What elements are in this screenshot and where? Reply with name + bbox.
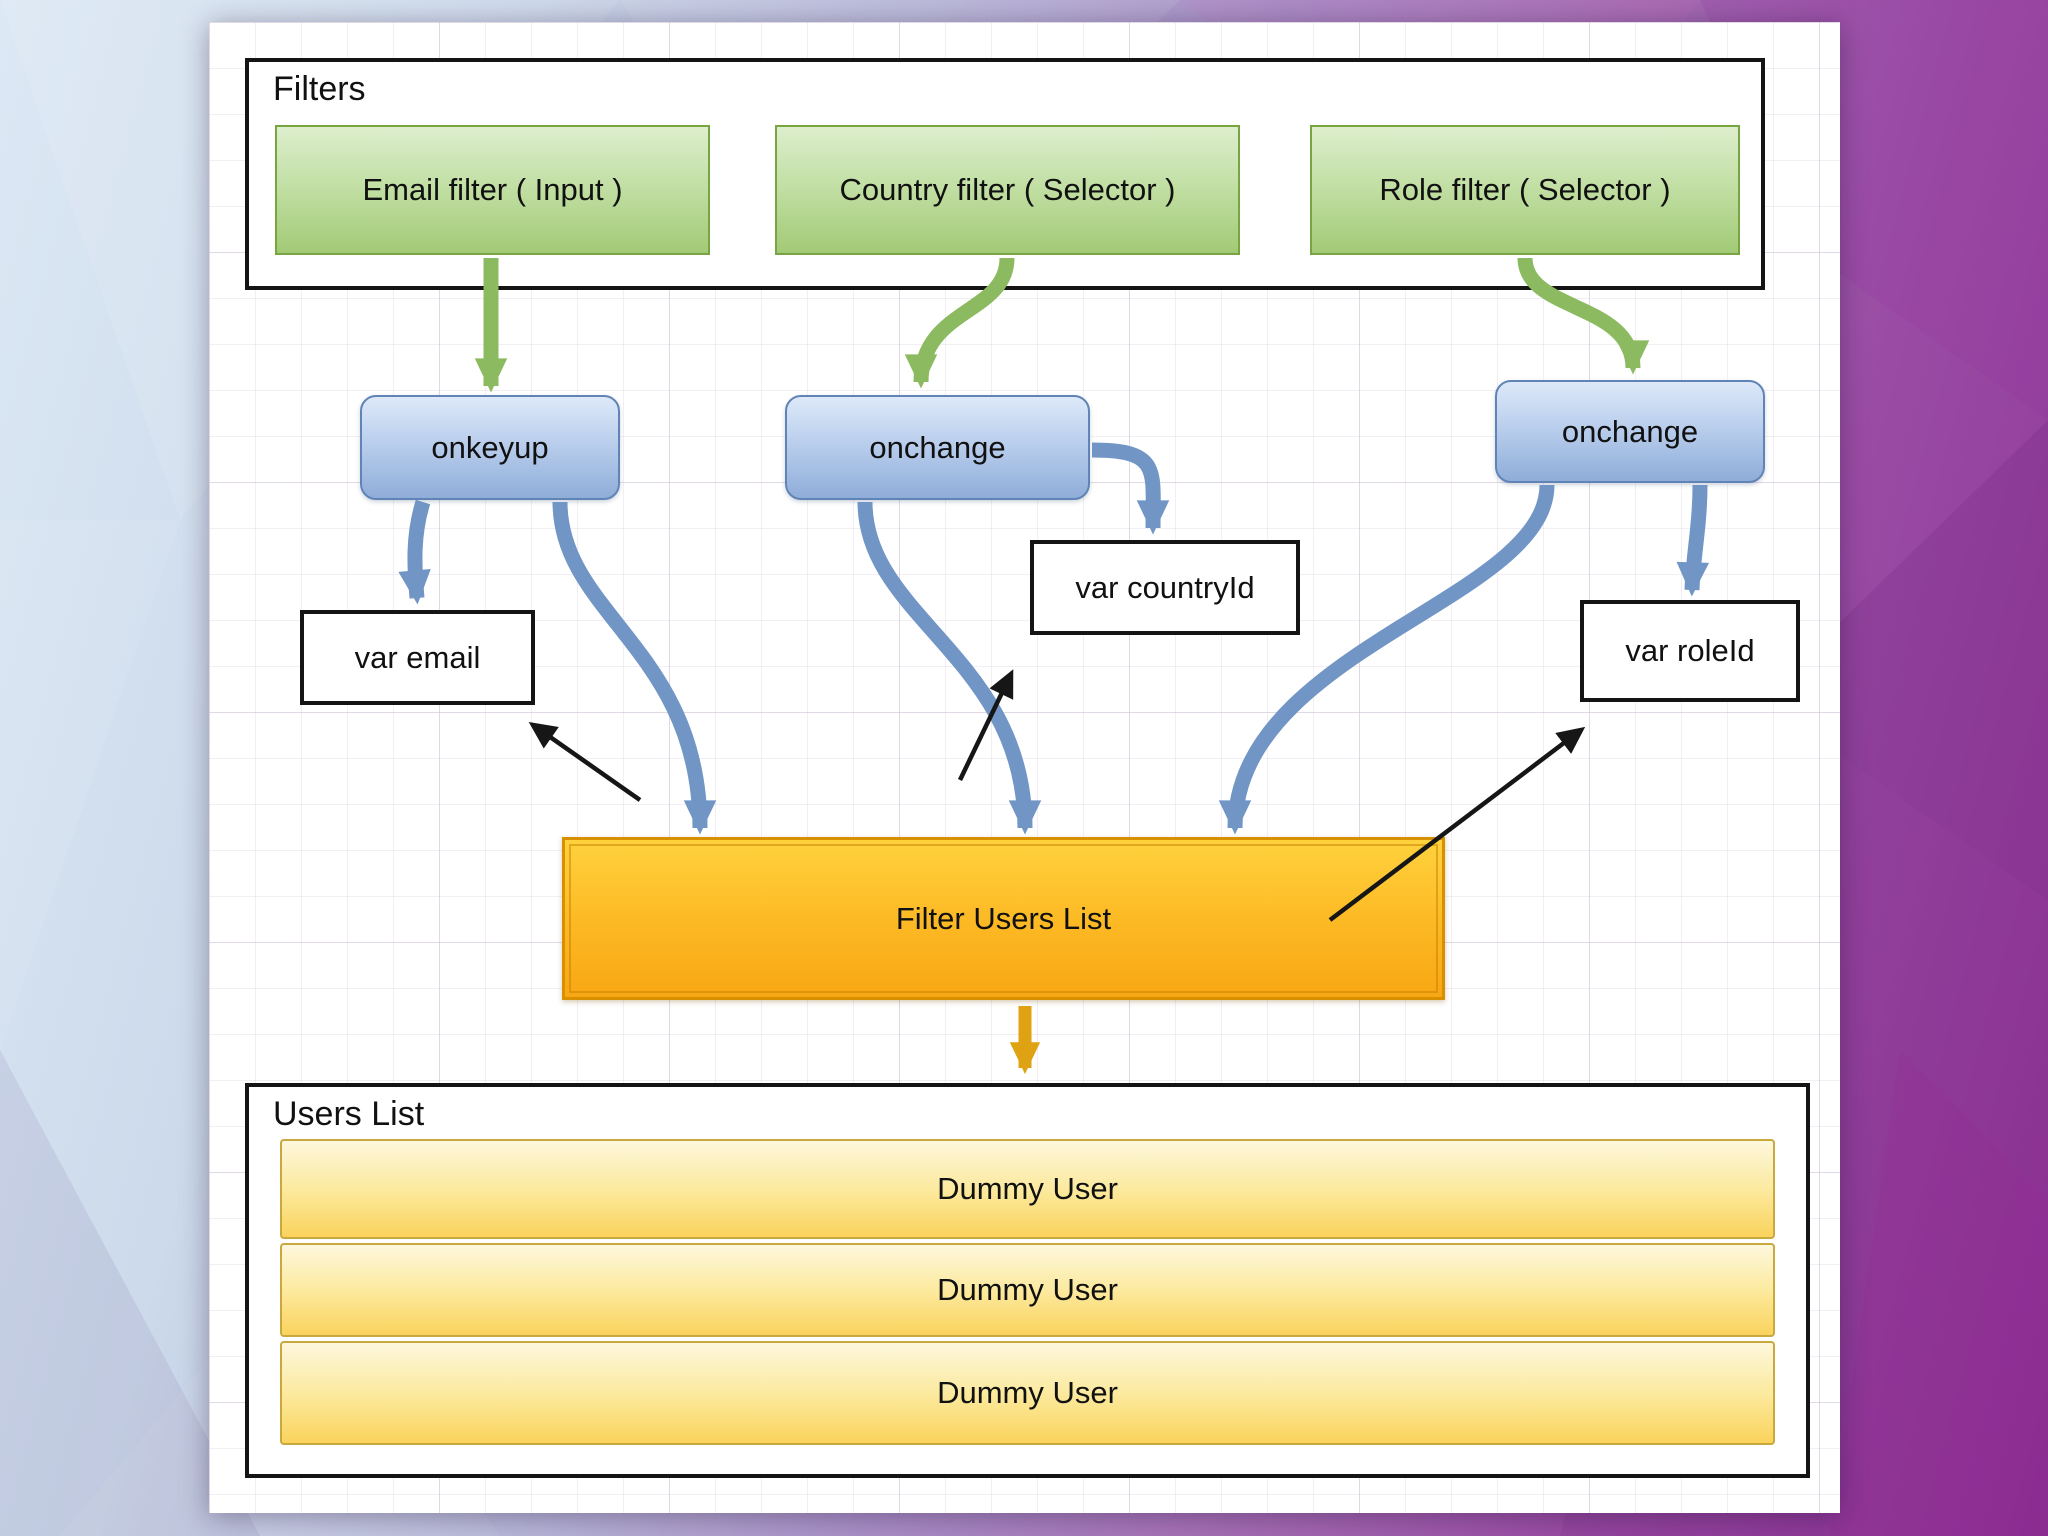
onchange-country-label: onchange — [869, 429, 1006, 465]
dummy-user-label: Dummy User — [937, 1375, 1118, 1410]
country-filter-node: Country filter ( Selector ) — [775, 125, 1240, 255]
filter-users-list-node: Filter Users List — [562, 837, 1445, 1000]
var-roleid-label: var roleId — [1625, 633, 1755, 668]
var-roleid-node: var roleId — [1580, 600, 1800, 702]
onkeyup-node: onkeyup — [360, 395, 620, 500]
var-countryid-node: var countryId — [1030, 540, 1300, 635]
dummy-user-row: Dummy User — [280, 1139, 1775, 1239]
email-filter-node: Email filter ( Input ) — [275, 125, 710, 255]
users-list-group-title: Users List — [273, 1095, 425, 1133]
dummy-user-label: Dummy User — [937, 1272, 1118, 1307]
dummy-user-label: Dummy User — [937, 1171, 1118, 1206]
arrow-onchange-to-varcountryid — [1091, 442, 1170, 535]
arrow-filteruserslist-to-varcountryid — [957, 669, 1014, 781]
diagram-canvas: Filters Email filter ( Input ) Country f… — [209, 22, 1840, 1513]
onchange-country-node: onchange — [785, 395, 1090, 500]
country-filter-label: Country filter ( Selector ) — [839, 172, 1176, 207]
filters-group-title: Filters — [273, 70, 366, 108]
role-filter-node: Role filter ( Selector ) — [1310, 125, 1740, 255]
arrow-filteruserslist-to-varemail — [528, 721, 642, 802]
onchange-role-label: onchange — [1561, 413, 1699, 449]
var-email-label: var email — [354, 639, 481, 675]
filter-users-list-label: Filter Users List — [895, 900, 1112, 936]
arrow-onchange-to-varroleid — [1676, 484, 1710, 597]
arrow-onkeyup-to-varemail — [398, 499, 431, 605]
arrow-onkeyup-to-filteruserslist — [552, 501, 717, 835]
arrow-onchange-to-filteruserslist — [857, 501, 1042, 835]
var-countryid-label: var countryId — [1075, 569, 1255, 605]
role-filter-label: Role filter ( Selector ) — [1379, 172, 1671, 207]
dummy-user-row: Dummy User — [280, 1243, 1775, 1337]
arrow-onchange-role-to-filteruserslist — [1218, 484, 1555, 835]
onchange-role-node: onchange — [1495, 380, 1765, 483]
var-email-node: var email — [300, 610, 535, 705]
email-filter-label: Email filter ( Input ) — [362, 172, 623, 207]
onkeyup-label: onkeyup — [431, 429, 549, 465]
dummy-user-row: Dummy User — [280, 1341, 1775, 1445]
